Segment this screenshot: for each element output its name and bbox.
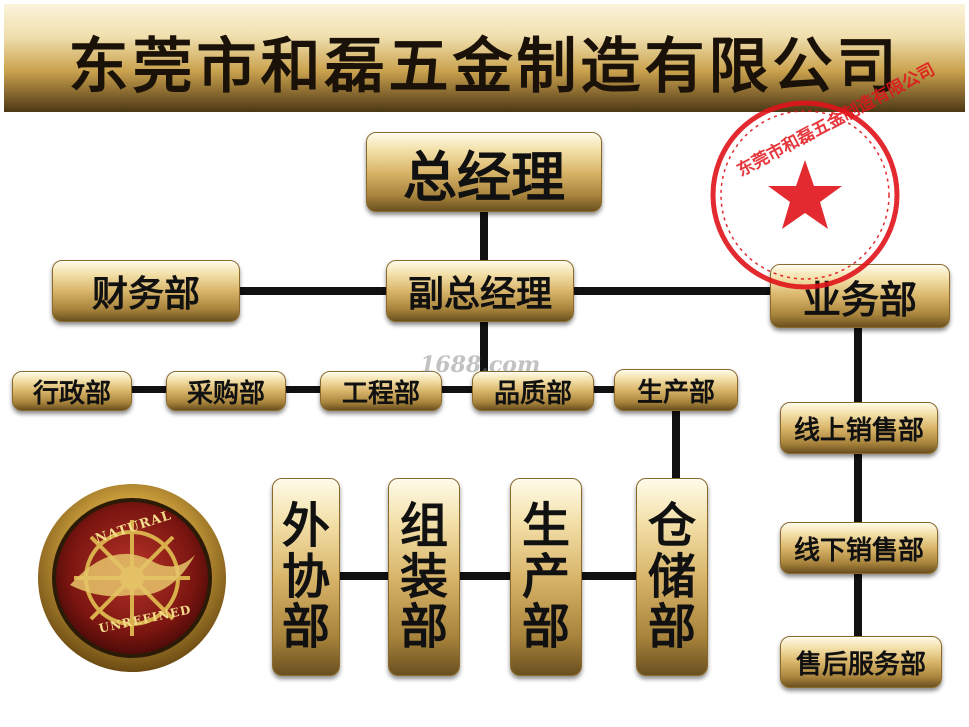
assembly-dept-box: 组 装 部 (388, 478, 460, 676)
production-sub-char-1: 生 (521, 498, 570, 555)
warehouse-char-2: 储 (647, 548, 696, 605)
assembly-char-3: 部 (399, 599, 448, 656)
connector-deputy-quality (480, 322, 488, 372)
production-sub-char-3: 部 (521, 599, 570, 656)
offline-sales-box: 线下销售部 (780, 522, 938, 574)
admin-dept-box: 行政部 (12, 371, 132, 411)
connector-business-sales (854, 326, 862, 656)
assembly-char-2: 装 (399, 548, 448, 605)
warehouse-dept-box: 仓 储 部 (636, 478, 708, 676)
quality-dept-box: 品质部 (472, 371, 594, 411)
finance-dept-box: 财务部 (52, 260, 240, 322)
after-sales-box: 售后服务部 (780, 636, 942, 688)
connector-deputy-business (572, 287, 772, 295)
connector-bottom-row (340, 572, 650, 580)
online-sales-box: 线上销售部 (780, 402, 938, 454)
company-title: 东莞市和磊五金制造有限公司 (68, 32, 901, 102)
title-banner: 东莞市和磊五金制造有限公司 (4, 4, 965, 112)
assembly-char-1: 组 (399, 498, 448, 555)
connector-gm-deputy (480, 210, 488, 262)
general-manager-box: 总经理 (366, 132, 602, 212)
warehouse-char-1: 仓 (647, 498, 696, 555)
warehouse-char-3: 部 (647, 599, 696, 656)
outsourcing-dept-box: 外 协 部 (272, 478, 340, 676)
outsourcing-char-3: 部 (281, 599, 330, 656)
outsourcing-char-1: 外 (281, 498, 330, 555)
connector-production-warehouse (672, 408, 680, 484)
watermark-text: 1688.com (420, 352, 541, 378)
connector-finance-deputy (238, 287, 388, 295)
production-sub-dept-box: 生 产 部 (510, 478, 582, 676)
production-sub-char-2: 产 (521, 548, 570, 605)
ship-wheel-emblem-icon (38, 484, 226, 672)
purchasing-dept-box: 采购部 (166, 371, 286, 411)
outsourcing-char-2: 协 (281, 548, 330, 605)
deputy-gm-box: 副总经理 (386, 260, 574, 322)
production-dept-box: 生产部 (614, 369, 738, 411)
engineering-dept-box: 工程部 (320, 371, 442, 411)
